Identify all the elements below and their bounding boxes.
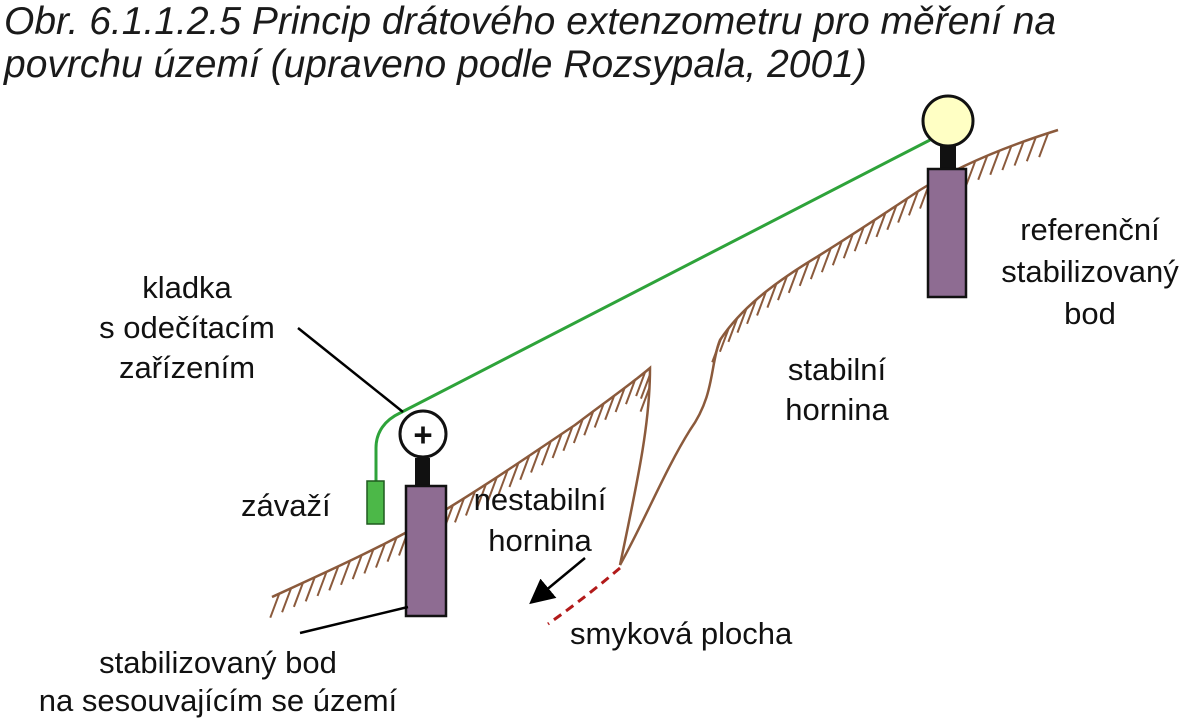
weight-label: závaží <box>241 488 331 523</box>
reference-point-label-line-3: bod <box>1064 296 1116 331</box>
hatch-mark <box>604 395 616 421</box>
weight-block <box>366 480 385 525</box>
hatch-mark <box>540 440 552 466</box>
hatch-mark <box>989 150 1001 176</box>
hatch-mark <box>635 371 647 397</box>
hatch-mark <box>530 448 541 473</box>
reference-point-head <box>921 94 975 148</box>
hatch-mark <box>718 327 730 353</box>
hatch-mark <box>908 191 919 216</box>
hatch-mark <box>809 254 821 280</box>
unstable-slope-ground-line <box>271 365 652 599</box>
hatch-mark <box>1025 136 1037 162</box>
hatch-mark <box>454 498 465 523</box>
hatch-mark <box>562 426 574 452</box>
reference-point-label-line-2: stabilizovaný <box>1001 254 1179 289</box>
hatch-mark <box>269 593 281 619</box>
hatch-mark <box>820 247 832 273</box>
hatch-mark <box>281 587 293 613</box>
hatch-mark <box>572 418 584 444</box>
hatch-mark <box>519 455 531 481</box>
hatch-mark <box>736 308 748 333</box>
hatch-mark <box>746 299 757 325</box>
hatch-mark <box>727 317 739 343</box>
hatch-mark <box>486 476 498 502</box>
unstable-rock-label-line-1: nestabilní <box>474 482 607 517</box>
hatch-mark <box>351 554 363 580</box>
hatch-mark <box>475 484 487 509</box>
hatch-mark <box>328 566 340 591</box>
hatch-mark <box>777 275 788 301</box>
hatch-mark <box>583 410 595 436</box>
landslide-point-label-line-2: na sesouvajícím se území <box>39 683 398 718</box>
unstable-rock-label-line-2: hornina <box>488 523 592 558</box>
slip-surface-label: smyková plocha <box>570 616 793 651</box>
hatch-mark <box>875 212 887 238</box>
hatch-mark <box>787 268 799 294</box>
hatch-mark <box>756 291 767 316</box>
hatch-mark <box>853 226 865 252</box>
hatch-mark <box>842 233 854 259</box>
stable-slope-hatching <box>711 132 1050 363</box>
figure-title-line-2: povrchu území (upraveno podle Rozsypala,… <box>4 43 867 86</box>
movement-arrow <box>529 557 586 605</box>
landslide-point-stem <box>415 458 430 486</box>
pulley-leader-line <box>297 327 404 413</box>
pulley-plus-sign: + <box>413 416 432 453</box>
hatch-mark <box>711 337 723 363</box>
reference-point-pillar <box>926 167 968 299</box>
hatch-mark <box>798 261 810 287</box>
hatch-mark <box>897 198 909 223</box>
landslide-point-label-line-1: stabilizovaný bod <box>99 645 337 680</box>
stable-slope-ground-line <box>618 128 1059 566</box>
hatch-mark <box>831 240 843 266</box>
pulley-symbol <box>398 409 448 459</box>
hatch-mark <box>465 491 476 516</box>
hatch-mark <box>340 560 351 586</box>
reference-point-label-line-1: referenční <box>1020 212 1160 247</box>
hatch-mark <box>886 205 898 231</box>
hatch-mark <box>977 155 989 181</box>
hatch-mark <box>965 160 977 186</box>
hatch-mark <box>508 462 520 488</box>
reference-point-stem <box>940 143 956 169</box>
hatch-mark <box>1001 145 1013 171</box>
measuring-wire <box>374 138 931 483</box>
hatch-mark <box>551 433 563 459</box>
hatch-mark <box>864 219 876 245</box>
pulley-label-line-1: kladka <box>142 270 232 305</box>
hatch-mark <box>593 403 605 428</box>
hatch-mark <box>1038 132 1050 158</box>
hatch-mark <box>304 577 316 602</box>
hatch-mark <box>1013 141 1025 166</box>
hatch-mark <box>363 549 375 574</box>
hatch-mark <box>625 379 636 405</box>
stable-rock-label-line-1: stabilní <box>788 352 887 387</box>
hatch-mark <box>386 537 398 562</box>
pulley-label-line-2: s odečítacím <box>99 310 275 345</box>
landslide-point-pillar <box>404 484 448 618</box>
landslide-point-leader-line <box>299 605 409 635</box>
hatch-mark <box>639 387 651 413</box>
hatch-mark <box>316 571 328 597</box>
hatch-mark <box>497 469 509 495</box>
hatch-mark <box>375 543 386 568</box>
pulley-label-line-3: zařízením <box>119 350 255 385</box>
stable-rock-label-line-2: hornina <box>785 392 889 427</box>
figure-title-line-1: Obr. 6.1.1.2.5 Princip drátového extenzo… <box>4 0 1057 43</box>
hatch-mark <box>640 374 651 400</box>
slip-surface-line <box>547 566 621 626</box>
hatch-mark <box>766 283 778 308</box>
hatch-mark <box>292 582 304 608</box>
hatch-mark <box>614 387 626 413</box>
